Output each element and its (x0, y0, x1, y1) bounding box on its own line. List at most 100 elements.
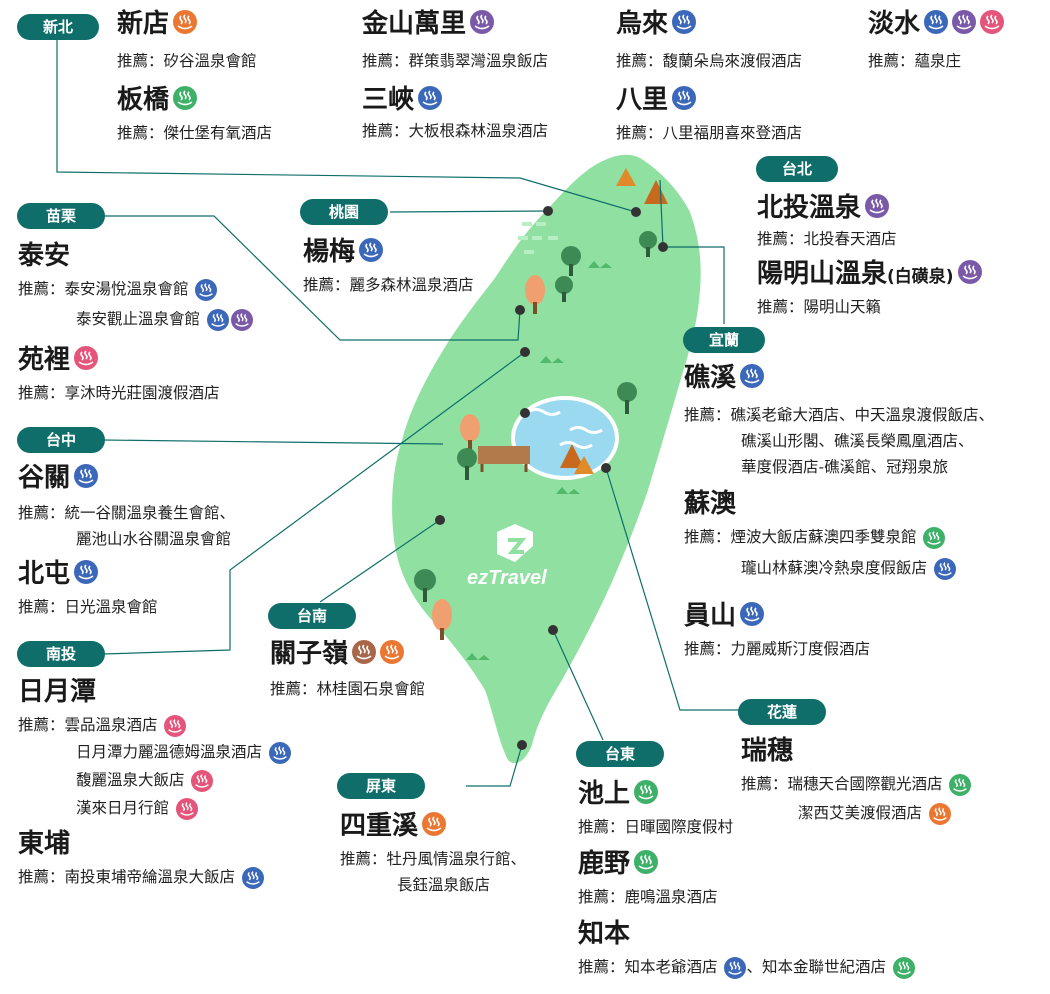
region-tag-miaoli: 苗栗 (17, 203, 105, 229)
spring-icon (865, 193, 890, 218)
rec-jiaoxi-1: 推薦：礁溪老爺大酒店、中天溫泉渡假飯店、 (684, 406, 995, 424)
eztravel-logo-emblem (497, 524, 533, 562)
region-tag-yilan: 宜蘭 (683, 327, 765, 353)
rec-taian-2: 泰安觀止溫泉會館 (76, 308, 253, 331)
spring-icon (672, 85, 697, 110)
spring-icon (724, 956, 747, 979)
spot-zhiben: 知本 (578, 919, 631, 949)
spot-xindian: 新店 (117, 8, 198, 40)
spring-icon (74, 463, 99, 488)
spring-icon (470, 9, 495, 34)
pier (478, 446, 530, 464)
spot-tamsui: 淡水 (868, 8, 1005, 40)
rec-ruisui-1: 推薦：瑞穗天合國際觀光酒店 (741, 773, 972, 796)
rec-luye: 推薦：鹿鳴溫泉酒店 (578, 888, 718, 906)
rec-yuanshan: 推薦：力麗威斯汀度假酒店 (684, 640, 871, 658)
spring-icon (418, 85, 443, 110)
rec-yangming: 推薦：陽明山天籟 (757, 298, 882, 316)
spring-icon (634, 779, 659, 804)
region-tag-tainan: 台南 (268, 603, 356, 629)
spot-ruisui: 瑞穗 (741, 736, 794, 766)
spring-icon (933, 557, 956, 580)
spring-icon (672, 9, 697, 34)
spring-icon (74, 559, 99, 584)
spring-icon (74, 345, 99, 370)
sun-moon-lake (511, 396, 619, 480)
spot-bali: 八里 (616, 84, 697, 116)
spot-taian: 泰安 (18, 241, 71, 271)
rec-jinshan: 推薦：群策翡翠灣溫泉飯店 (362, 52, 549, 70)
spot-yangmei: 楊梅 (303, 236, 384, 268)
rec-sunmoon-3: 馥麗溫泉大飯店 (76, 769, 214, 792)
spot-jiaoxi: 礁溪 (684, 362, 765, 394)
spot-luye: 鹿野 (578, 848, 659, 880)
spring-icon (173, 9, 198, 34)
rec-sichongxi-2: 長鈺溫泉飯店 (397, 876, 491, 894)
spot-guguan: 谷關 (18, 462, 99, 494)
region-tag-nantou: 南投 (17, 641, 105, 667)
rec-jiaoxi-3: 華度假酒店-礁溪館、冠翔泉旅 (741, 458, 949, 476)
rec-suao-1: 推薦：煙波大飯店蘇澳四季雙泉館 (684, 526, 946, 549)
rec-jiaoxi-2: 礁溪山形閣、礁溪長榮鳳凰酒店、 (741, 432, 974, 450)
spot-wulai: 烏來 (616, 8, 697, 40)
spot-sunmoon: 日月潭 (18, 677, 97, 707)
rec-sunmoon-1: 推薦：雲品溫泉酒店 (18, 714, 187, 737)
spring-icon (206, 308, 229, 331)
rec-taian-1: 推薦：泰安湯悅溫泉會館 (18, 278, 218, 301)
spring-icon (164, 714, 187, 737)
rec-yangmei: 推薦：麗多森林溫泉酒店 (303, 276, 474, 294)
rec-sunmoon-4: 漢來日月行館 (76, 797, 198, 820)
rec-guanziling: 推薦：林桂園石泉會館 (270, 680, 426, 698)
location-dots (435, 206, 668, 750)
spring-icon (191, 769, 214, 792)
rec-tamsui: 推薦：蘊泉庄 (868, 52, 962, 70)
spring-icon (268, 741, 291, 764)
region-tag-pingtung: 屏東 (337, 773, 425, 799)
spring-icon (195, 278, 218, 301)
spot-yuanli: 苑裡 (18, 344, 99, 376)
spot-guanziling: 關子嶺 (270, 638, 405, 670)
spot-beitou: 北投溫泉 (757, 192, 890, 224)
spring-icon (230, 308, 253, 331)
spot-sanxia: 三峽 (362, 84, 443, 116)
spot-suao: 蘇澳 (684, 489, 737, 519)
spring-icon (380, 639, 405, 664)
connector-lines (56, 28, 740, 787)
rec-guguan-2: 麗池山水谷關溫泉會館 (76, 530, 232, 548)
spot-yuanshan: 員山 (684, 600, 765, 632)
rec-beitou: 推薦：北投春天酒店 (757, 230, 897, 248)
rec-beitun: 推薦：日光溫泉會館 (18, 598, 158, 616)
rec-wulai: 推薦：馥蘭朵烏來渡假酒店 (616, 52, 803, 70)
spring-icon (980, 9, 1005, 34)
rec-zhiben: 推薦：知本老爺酒店 、知本金聯世紀酒店 (578, 956, 915, 979)
spring-icon (957, 259, 982, 284)
mountain-central (560, 444, 584, 468)
spring-icon (740, 601, 765, 626)
rec-sichongxi-1: 推薦：牡丹風情溫泉行館、 (340, 850, 527, 868)
spring-icon (241, 866, 264, 889)
spring-icon (175, 797, 198, 820)
rec-dongpu: 推薦：南投東埔帝綸溫泉大飯店 (18, 866, 264, 889)
spring-icon (634, 849, 659, 874)
spot-dongpu: 東埔 (18, 829, 71, 859)
region-tag-hualien: 花蓮 (738, 699, 826, 725)
rec-yuanli: 推薦：享沐時光莊園渡假酒店 (18, 384, 220, 402)
spot-sichongxi: 四重溪 (340, 810, 447, 842)
spring-icon (949, 773, 972, 796)
rec-xindian: 推薦：矽谷溫泉會館 (117, 52, 257, 70)
rec-bali: 推薦：八里福朋喜來登酒店 (616, 124, 803, 142)
field-marks (518, 222, 558, 254)
rec-sunmoon-2: 日月潭力麗溫德姆溫泉酒店 (76, 741, 291, 764)
spring-icon (924, 9, 949, 34)
rec-sanxia: 推薦：大板根森林溫泉酒店 (362, 122, 549, 140)
rec-ruisui-2: 潔西艾美渡假酒店 (798, 802, 951, 825)
rec-chishang: 推薦：日暉國際度假村 (578, 818, 734, 836)
spring-icon (952, 9, 977, 34)
spot-beitun: 北屯 (18, 558, 99, 590)
spring-icon (352, 639, 377, 664)
spring-icon (892, 956, 915, 979)
trees (414, 231, 657, 640)
spring-icon (740, 363, 765, 388)
